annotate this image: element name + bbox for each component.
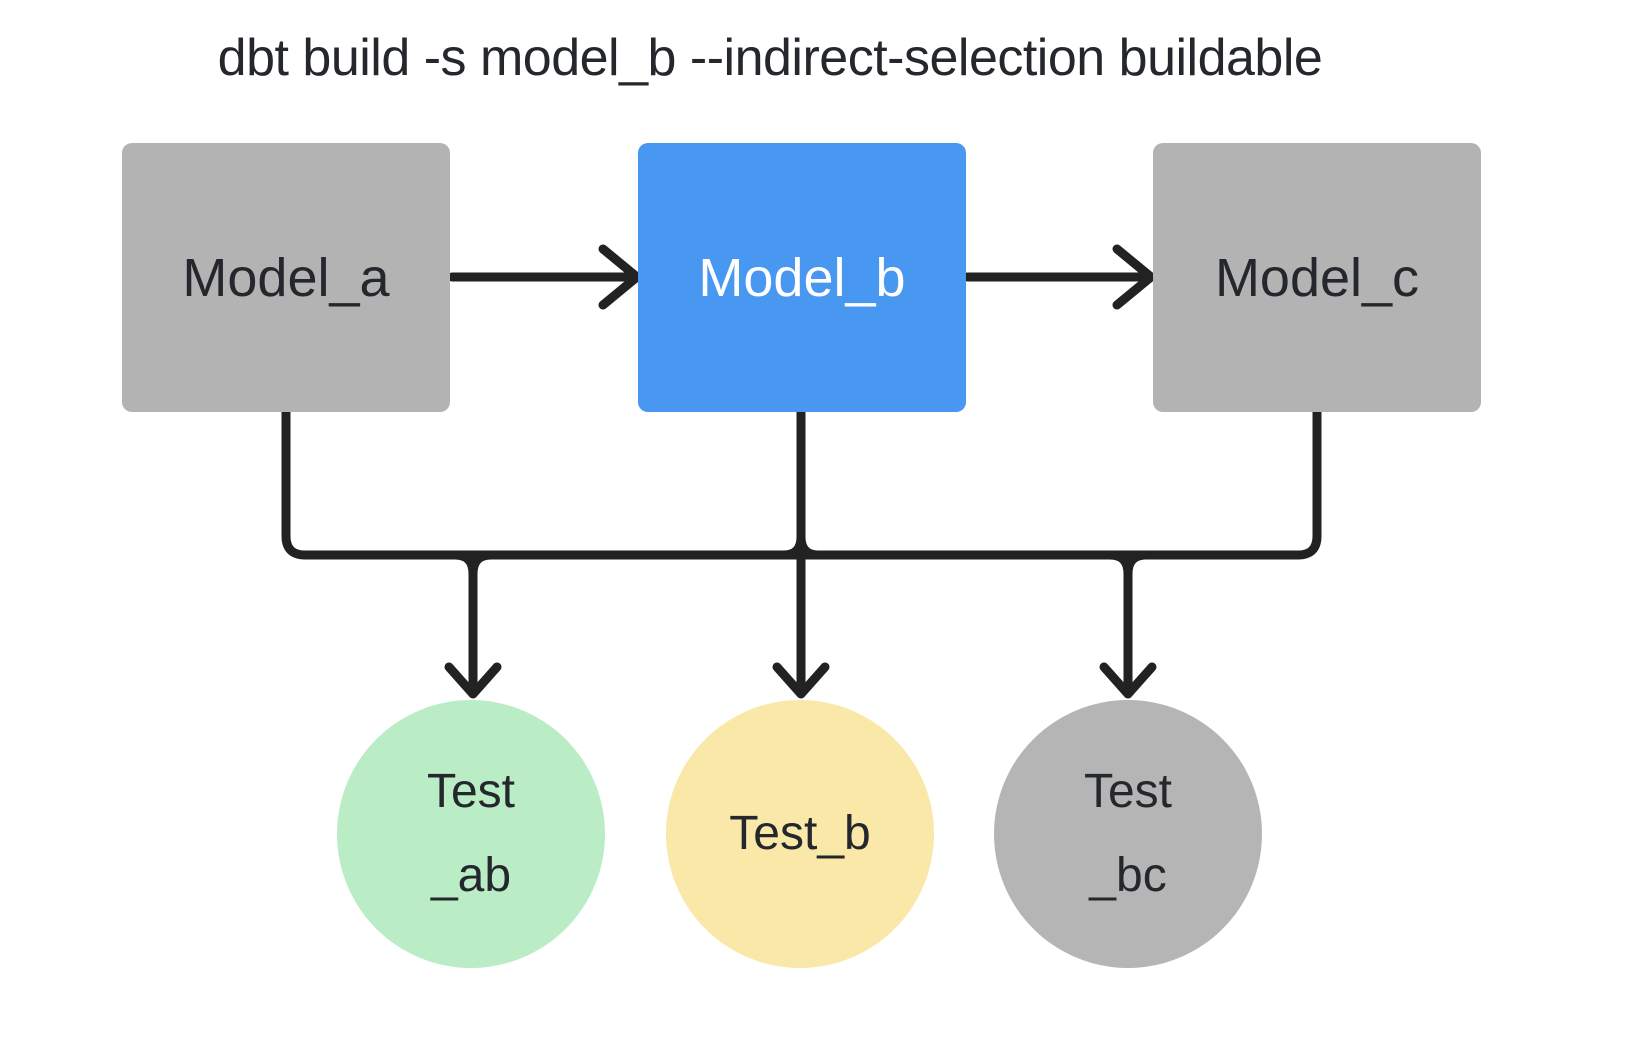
node-test-ab: Test _ab [337,700,605,968]
arrow-head-icon [598,244,642,310]
arrow-model-b-to-model-c [962,244,1156,310]
arrow-head-icon [444,662,502,699]
diagram-title: dbt build -s model_b --indirect-selectio… [217,29,1323,87]
test-bc-label-line-1: Test [1083,765,1173,818]
arrow-head-icon [1112,244,1156,310]
model-a-label: Model_a [182,247,390,308]
elbow-model-a-to-rail [281,407,310,560]
arrow-head-icon [772,662,830,699]
test-ab-label-line-2: _ab [430,849,512,902]
node-test-b: Test_b [666,700,934,968]
node-test-bc: Test _bc [994,700,1262,968]
node-model-c: Model_c [1153,143,1481,412]
model-b-label: Model_b [698,247,906,308]
test-b-label-line-1: Test_b [729,807,871,860]
elbow-model-c-to-rail [1293,407,1322,560]
rail-junction-model-b [778,532,824,560]
model-c-label: Model_c [1214,247,1420,308]
arrow-head-icon [1099,662,1157,699]
node-model-a: Model_a [122,143,450,412]
test-bc-label-line-2: _bc [1089,849,1167,902]
test-ab-label-line-1: Test [426,765,516,818]
arrow-model-a-to-model-b [447,244,642,310]
connector-models-to-tests [281,407,1322,699]
node-model-b-selected: Model_b [638,143,966,412]
